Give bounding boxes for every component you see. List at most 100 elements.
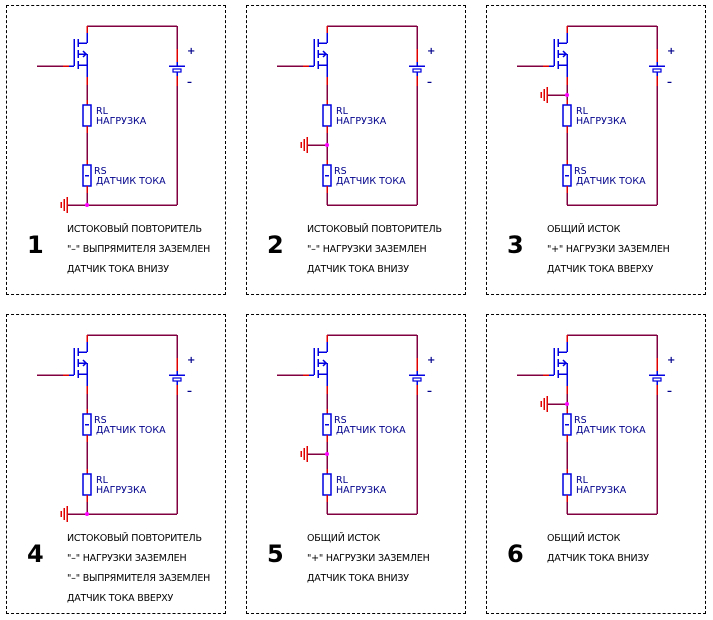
mosfet-arrow bbox=[82, 359, 88, 367]
resistor-ref: RS bbox=[574, 415, 587, 426]
battery-minus-label: – bbox=[427, 77, 432, 88]
battery-minus-label: – bbox=[187, 77, 192, 88]
resistor-ref: RS bbox=[334, 166, 347, 177]
battery-icon: +– bbox=[649, 355, 675, 397]
resistor-ref: RL bbox=[336, 475, 349, 486]
mosfet-arrow bbox=[562, 359, 568, 367]
panel-number: 6 bbox=[507, 540, 524, 568]
panel-description-line: ИСТОКОВЫЙ ПОВТОРИТЕЛЬ bbox=[67, 224, 202, 235]
resistor-ref: RS bbox=[574, 166, 587, 177]
ground-icon bbox=[540, 87, 569, 103]
resistor-ref: RS bbox=[94, 415, 107, 426]
panel-description-line: "+" НАГРУЗКИ ЗАЗЕМЛЕН bbox=[307, 553, 430, 564]
mosfet-arrow bbox=[562, 50, 568, 58]
junction-dot bbox=[565, 93, 569, 97]
battery-minus-label: – bbox=[427, 386, 432, 397]
resistor-name: ДАТЧИК ТОКА bbox=[576, 425, 646, 436]
battery-icon: +– bbox=[169, 46, 195, 88]
resistor-ref: RL bbox=[576, 475, 589, 486]
battery-plate-short bbox=[172, 68, 182, 73]
mosfet-arrow bbox=[322, 50, 328, 58]
resistor-name: ДАТЧИК ТОКА bbox=[576, 176, 646, 187]
battery-minus-label: – bbox=[667, 77, 672, 88]
ground-icon bbox=[60, 506, 89, 522]
resistor-ref: RL bbox=[336, 106, 349, 117]
resistor-name: НАГРУЗКА bbox=[336, 116, 387, 127]
panel-description-line: ИСТОКОВЫЙ ПОВТОРИТЕЛЬ bbox=[307, 224, 442, 235]
panel-description-line: ИСТОКОВЫЙ ПОВТОРИТЕЛЬ bbox=[67, 533, 202, 544]
panel-description-line: "–" ВЫПРЯМИТЕЛЯ ЗАЗЕМЛЕН bbox=[67, 244, 211, 255]
battery-plus-label: + bbox=[187, 355, 195, 366]
resistor-body bbox=[562, 473, 572, 496]
junction-dot bbox=[325, 143, 329, 147]
resistor-name: ДАТЧИК ТОКА bbox=[96, 176, 166, 187]
junction-dot bbox=[85, 512, 89, 516]
ground-icon bbox=[300, 446, 329, 462]
battery-plate-short bbox=[652, 68, 662, 73]
ground-icon bbox=[540, 396, 569, 412]
panel-description-line: ДАТЧИК ТОКА ВНИЗУ bbox=[547, 553, 649, 564]
mosfet-arrow bbox=[82, 50, 88, 58]
resistor-name: НАГРУЗКА bbox=[96, 116, 147, 127]
resistor-body bbox=[322, 104, 332, 127]
panel-description-line: ОБЩИЙ ИСТОК bbox=[547, 224, 621, 235]
battery-plate-short bbox=[172, 377, 182, 382]
panel-number: 5 bbox=[267, 540, 284, 568]
junction-dot bbox=[325, 452, 329, 456]
mosfet-icon bbox=[69, 342, 88, 386]
resistor-body bbox=[322, 473, 332, 496]
battery-icon: +– bbox=[649, 46, 675, 88]
resistor-ref: RL bbox=[576, 106, 589, 117]
panel-number: 3 bbox=[507, 231, 524, 259]
battery-plate-short bbox=[412, 377, 422, 382]
panel-description-line: ДАТЧИК ТОКА ВВЕРХУ bbox=[547, 264, 654, 275]
resistor-name: НАГРУЗКА bbox=[336, 485, 387, 496]
panel-description-line: "–" НАГРУЗКИ ЗАЗЕМЛЕН bbox=[307, 244, 427, 255]
resistor-body bbox=[562, 104, 572, 127]
battery-plus-label: + bbox=[187, 46, 195, 57]
battery-plus-label: + bbox=[667, 355, 675, 366]
mosfet-icon bbox=[549, 33, 568, 77]
mosfet-icon bbox=[549, 342, 568, 386]
resistor-name: ДАТЧИК ТОКА bbox=[336, 425, 406, 436]
battery-minus-label: – bbox=[667, 386, 672, 397]
ground-icon bbox=[60, 197, 89, 213]
mosfet-icon bbox=[309, 342, 328, 386]
battery-plate-short bbox=[412, 68, 422, 73]
junction-dot bbox=[565, 402, 569, 406]
battery-plate-short bbox=[652, 377, 662, 382]
resistor-name: НАГРУЗКА bbox=[96, 485, 147, 496]
panel-description-line: "–" НАГРУЗКИ ЗАЗЕМЛЕН bbox=[67, 553, 187, 564]
panel-description-line: ДАТЧИК ТОКА ВНИЗУ bbox=[307, 264, 409, 275]
battery-icon: +– bbox=[409, 46, 435, 88]
mosfet-arrow bbox=[322, 359, 328, 367]
panel-description-line: ДАТЧИК ТОКА ВНИЗУ bbox=[307, 573, 409, 584]
panel-description-line: ДАТЧИК ТОКА ВНИЗУ bbox=[67, 264, 169, 275]
battery-icon: +– bbox=[169, 355, 195, 397]
panel-number: 4 bbox=[27, 540, 44, 568]
resistor-body bbox=[82, 473, 92, 496]
battery-icon: +– bbox=[409, 355, 435, 397]
resistor-name: НАГРУЗКА bbox=[576, 485, 627, 496]
